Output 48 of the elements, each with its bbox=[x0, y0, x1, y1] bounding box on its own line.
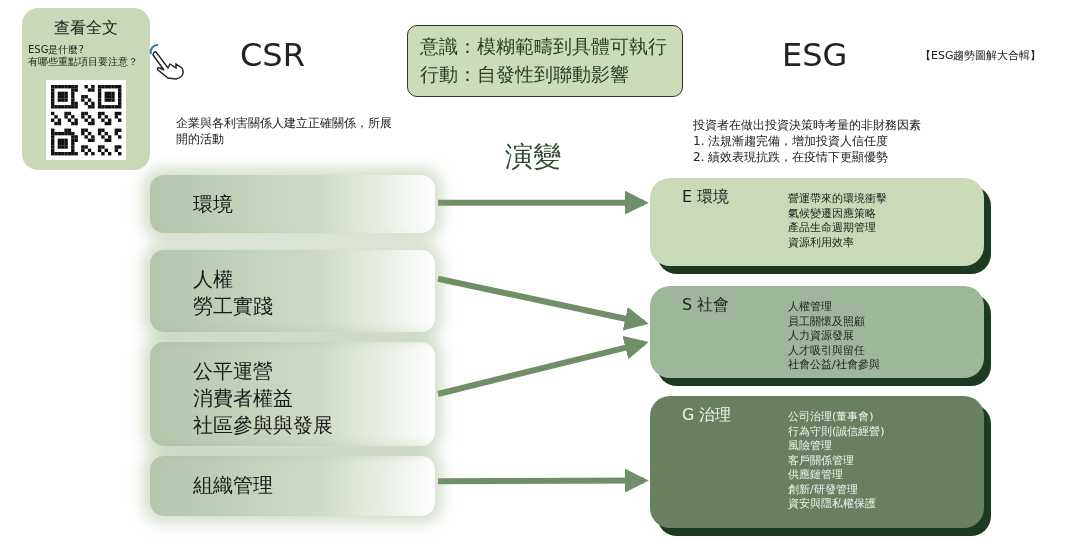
note-text: 意識：模糊範疇到具體可執行 bbox=[420, 34, 667, 59]
pillar-item: 員工關懷及照顧 bbox=[788, 314, 865, 329]
pillar-item: 行為守則(誠信經營) bbox=[788, 424, 885, 439]
category-text: 環境 bbox=[193, 191, 233, 218]
category-text: 社區參與與發展 bbox=[193, 412, 333, 439]
pillar-heading: G 治理 bbox=[682, 408, 732, 422]
pillar-item: 社會公益/社會參與 bbox=[788, 358, 880, 372]
note-text: 行動：自發性到聯動影響 bbox=[420, 62, 629, 87]
qr-card bbox=[22, 8, 150, 170]
arrow bbox=[438, 468, 649, 493]
definition-text: 企業與各利害關係人建立正確關係，所展開的活動 bbox=[176, 115, 393, 147]
pillar-heading: E 環境 bbox=[682, 190, 730, 204]
arrow bbox=[438, 190, 649, 215]
category-band bbox=[150, 250, 435, 332]
pillar-item: 客戶關係管理 bbox=[788, 453, 854, 468]
category-text: 人權 bbox=[193, 266, 233, 293]
pillar-item: 公司治理(董事會) bbox=[788, 410, 874, 424]
pillar-item: 資安與隱私權保護 bbox=[788, 497, 876, 511]
category-text: 消費者權益 bbox=[193, 385, 293, 412]
category-text: 勞工實踐 bbox=[193, 293, 273, 320]
pillar-item: 氣候變遷因應策略 bbox=[788, 206, 876, 221]
category-band bbox=[150, 456, 435, 516]
column-heading: ESG bbox=[782, 36, 848, 74]
definition-text: 2. 績效表現抗跌，在疫情下更顯優勢 bbox=[693, 149, 889, 166]
card-title: 查看全文 bbox=[53, 18, 119, 39]
arrow bbox=[437, 275, 649, 331]
pillar-item: 資源利用效率 bbox=[788, 235, 854, 250]
category-band bbox=[150, 342, 435, 446]
pillar-item: 創新/研發管理 bbox=[788, 482, 858, 497]
evolution-label: 演變 bbox=[505, 139, 561, 175]
pillar-item: 人權管理 bbox=[788, 300, 832, 314]
category-text: 公平運營 bbox=[193, 358, 273, 385]
note-box bbox=[407, 25, 683, 97]
pillar-heading: S 社會 bbox=[682, 298, 730, 312]
definition-text: 投資者在做出投資決策時考量的非財務因素 bbox=[693, 117, 921, 134]
category-text: 組織管理 bbox=[193, 472, 273, 499]
series-title: 【ESG趨勢圖解大合輯】 bbox=[920, 48, 1042, 63]
pillar-item: 人力資源發展 bbox=[788, 329, 854, 343]
column-heading: CSR bbox=[240, 36, 305, 74]
pillar-item: 營運帶來的環境衝擊 bbox=[788, 192, 887, 206]
pillar-item: 產品生命週期管理 bbox=[788, 221, 876, 235]
definition-text: 1. 法規漸趨完備，增加投資人信任度 bbox=[693, 133, 889, 150]
pillar-item: 人才吸引與留任 bbox=[788, 343, 865, 358]
pillar-item: 供應鏈管理 bbox=[788, 468, 843, 482]
arrow bbox=[437, 336, 649, 397]
category-band bbox=[150, 175, 435, 233]
pillar-item: 風險管理 bbox=[788, 439, 832, 453]
card-subtitle: ESG是什麼? 有哪些重點項目要注意？ bbox=[28, 44, 139, 68]
